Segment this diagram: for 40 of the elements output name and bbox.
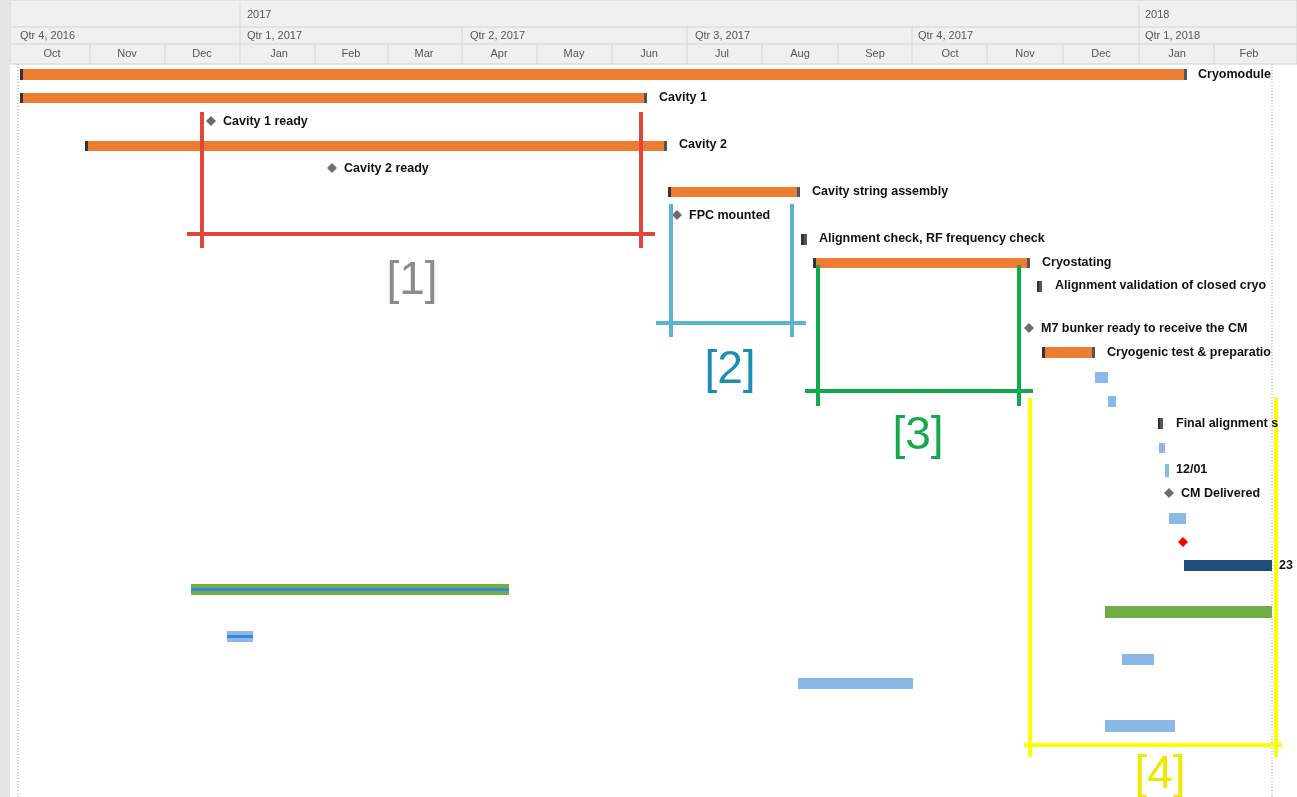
task-label: 12/01 xyxy=(1176,462,1208,476)
task-label: Cavity 1 ready xyxy=(223,114,308,128)
task-label: Cryomodule xyxy=(1198,67,1271,81)
timescale-label: Jan xyxy=(1168,47,1186,59)
timescale-label: Qtr 4, 2017 xyxy=(918,29,974,41)
task-label: 23 xyxy=(1279,558,1293,572)
timescale-label: Nov xyxy=(1015,47,1035,59)
task-label: Cryogenic test & preparatio xyxy=(1107,345,1271,359)
timescale-label: Aug xyxy=(790,47,810,59)
timescale-label: Oct xyxy=(43,47,61,59)
timescale-label: Apr xyxy=(490,47,508,59)
timescale-label: Qtr 1, 2018 xyxy=(1145,29,1201,41)
timescale-label: Dec xyxy=(1091,47,1111,59)
timescale-label: Sep xyxy=(865,47,885,59)
timescale-label: Dec xyxy=(192,47,212,59)
timescale-label: Feb xyxy=(1239,47,1259,59)
timescale-label: Oct xyxy=(941,47,959,59)
timescale-label: Jan xyxy=(270,47,288,59)
timescale-label: Mar xyxy=(414,47,434,59)
task-label: Cavity 2 xyxy=(679,137,727,151)
timescale-label: 2018 xyxy=(1145,8,1170,20)
timescale-label: Qtr 1, 2017 xyxy=(247,29,303,41)
timescale-label: Feb xyxy=(341,47,361,59)
task-label: Alignment validation of closed cryo xyxy=(1055,278,1267,292)
timescale-label: Jun xyxy=(640,47,658,59)
task-label: Alignment check, RF frequency check xyxy=(819,231,1045,245)
timescale-label: 2017 xyxy=(247,8,272,20)
task-label: CM Delivered xyxy=(1181,486,1261,500)
timescale-label: Qtr 2, 2017 xyxy=(470,29,526,41)
task-label: Cavity 1 xyxy=(659,90,707,104)
task-label: Cryostating xyxy=(1042,255,1112,269)
task-label: M7 bunker ready to receive the CM xyxy=(1041,321,1248,335)
task-label: Cavity 2 ready xyxy=(344,161,429,175)
timescale-label: Qtr 3, 2017 xyxy=(695,29,751,41)
task-label: Cavity string assembly xyxy=(812,184,949,198)
timescale-label: Nov xyxy=(117,47,137,59)
timescale-label: Qtr 4, 2016 xyxy=(20,29,76,41)
task-label: FPC mounted xyxy=(689,208,771,222)
timescale-label: Jul xyxy=(714,47,730,59)
timescale-label: May xyxy=(563,47,585,59)
